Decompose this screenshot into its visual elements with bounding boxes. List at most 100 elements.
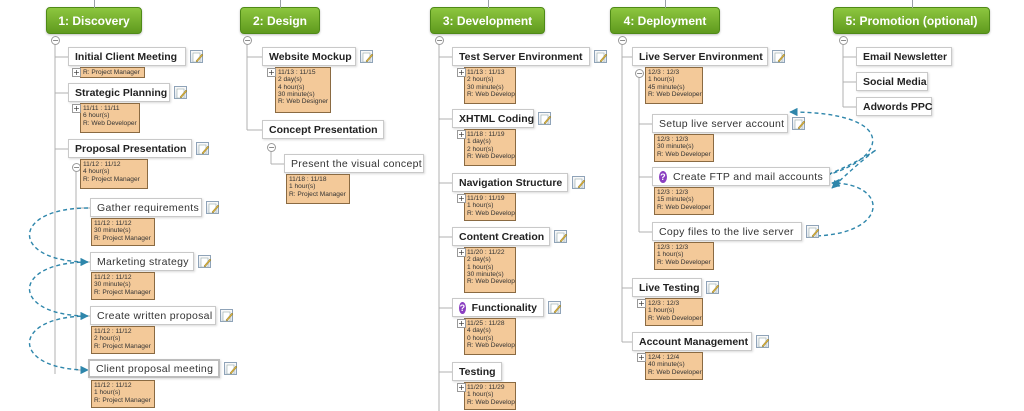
info-line: R: Web Developer [467, 152, 516, 160]
info-line: 30 minute(s) [94, 281, 131, 289]
info-line: 11/18 : 11/19 [467, 131, 505, 138]
expand-plus-icon[interactable]: + [457, 383, 466, 392]
node-label: Client proposal meeting [96, 362, 214, 375]
node-gather-requirements[interactable]: Gather requirements [90, 198, 202, 217]
pencil-edit-icon[interactable] [196, 142, 210, 155]
info-line: 1 day(s) [467, 138, 491, 146]
info-line: 11/19 : 11/19 [467, 195, 505, 202]
node-label: Testing [459, 365, 496, 378]
collapse-minus-icon[interactable]: − [635, 69, 644, 78]
collapse-minus-icon[interactable]: − [267, 143, 276, 152]
info-line: 30 minute(s) [94, 227, 131, 235]
phase-header-p1[interactable]: 1: Discovery [46, 0, 142, 34]
node-live-testing[interactable]: Live Testing [632, 278, 702, 297]
expand-plus-icon[interactable]: + [72, 104, 81, 113]
node-test-server-environment[interactable]: Test Server Environment [452, 47, 590, 66]
pencil-edit-icon[interactable] [806, 225, 820, 238]
node-website-mockup[interactable]: Website Mockup [262, 47, 356, 66]
node-label: Setup live server account [659, 117, 785, 130]
node-present-visual-concept[interactable]: Present the visual concept [284, 154, 424, 173]
node-xhtml-coding[interactable]: XHTML Coding [452, 109, 534, 128]
pencil-edit-icon[interactable] [756, 335, 770, 348]
node-label: Copy files to the live server [659, 225, 794, 238]
pencil-edit-icon[interactable] [706, 281, 720, 294]
expand-plus-icon[interactable]: + [267, 68, 276, 77]
info-line: 11/13 : 11/13 [467, 69, 505, 76]
phase-header-p2[interactable]: 2: Design [240, 0, 320, 34]
node-label: Email Newsletter [863, 50, 948, 63]
node-create-ftp-mail[interactable]: ? Create FTP and mail accounts [652, 167, 830, 186]
info-line: 45 minute(s) [648, 83, 685, 91]
question-icon: ? [659, 170, 667, 183]
pencil-edit-icon[interactable] [594, 50, 608, 63]
pencil-edit-icon[interactable] [572, 176, 586, 189]
pencil-edit-icon[interactable] [220, 309, 234, 322]
info-line: 4 day(s) [467, 327, 491, 335]
node-account-management[interactable]: Account Management [632, 332, 752, 351]
node-copy-files[interactable]: Copy files to the live server [652, 222, 802, 241]
node-marketing-strategy[interactable]: Marketing strategy [90, 252, 194, 271]
info-line: 11/12 : 11/12 [94, 328, 132, 335]
pencil-edit-icon[interactable] [190, 50, 204, 63]
expand-plus-icon[interactable]: + [457, 319, 466, 328]
pencil-edit-icon[interactable] [360, 50, 374, 63]
phase-header-p4[interactable]: 4: Deployment [610, 0, 720, 34]
node-content-creation[interactable]: Content Creation [452, 227, 550, 246]
node-email-newsletter[interactable]: Email Newsletter [856, 47, 952, 66]
collapse-minus-icon[interactable]: − [435, 36, 444, 45]
pencil-edit-icon[interactable] [554, 230, 568, 243]
info-line: 2 day(s) [467, 256, 491, 264]
pencil-edit-icon[interactable] [224, 362, 238, 375]
node-setup-live-server-account[interactable]: Setup live server account [652, 114, 788, 133]
node-testing[interactable]: Testing [452, 362, 502, 381]
collapse-minus-icon[interactable]: − [51, 36, 60, 45]
phase-header-p3[interactable]: 3: Development [430, 0, 545, 34]
node-label: Marketing strategy [97, 255, 189, 268]
node-label: Present the visual concept [291, 157, 422, 170]
node-initial-client-meeting[interactable]: Initial Client Meeting [68, 47, 186, 66]
node-social-media[interactable]: Social Media [856, 72, 928, 91]
expand-plus-icon[interactable]: + [457, 68, 466, 77]
pencil-edit-icon[interactable] [548, 301, 562, 314]
phase-header-p5[interactable]: 5: Promotion (optional) [833, 0, 990, 34]
expand-plus-icon[interactable]: + [637, 299, 646, 308]
node-concept-presentation[interactable]: Concept Presentation [262, 120, 384, 139]
pencil-edit-icon[interactable] [174, 86, 188, 99]
node-client-proposal-meeting[interactable]: Client proposal meeting [88, 359, 220, 378]
node-label: Social Media [863, 75, 927, 88]
collapse-minus-icon[interactable]: − [839, 36, 848, 45]
node-label: Proposal Presentation [75, 142, 187, 155]
node-create-written-proposal[interactable]: Create written proposal [90, 306, 216, 325]
node-adwords-ppc[interactable]: Adwords PPC [856, 97, 932, 116]
node-proposal-presentation[interactable]: Proposal Presentation [68, 139, 192, 158]
expand-plus-icon[interactable]: + [72, 68, 81, 77]
info-line: 12/3 : 12/3 [648, 69, 680, 76]
pencil-edit-icon[interactable] [198, 255, 212, 268]
expand-plus-icon[interactable]: + [457, 130, 466, 139]
node-label: Initial Client Meeting [75, 50, 178, 63]
pencil-edit-icon[interactable] [772, 50, 786, 63]
collapse-minus-icon[interactable]: − [618, 36, 627, 45]
expand-plus-icon[interactable]: + [637, 353, 646, 362]
expand-plus-icon[interactable]: + [457, 194, 466, 203]
node-strategic-planning[interactable]: Strategic Planning [68, 83, 170, 102]
pencil-edit-icon[interactable] [792, 117, 806, 130]
node-navigation-structure[interactable]: Navigation Structure [452, 173, 568, 192]
info-line: R: Web Developer [467, 209, 516, 217]
pencil-edit-icon[interactable] [538, 112, 552, 125]
info-line: 11/13 : 11/15 [278, 69, 316, 76]
info-line: 11/25 : 11/28 [467, 320, 505, 327]
node-live-server-environment[interactable]: Live Server Environment [632, 47, 768, 66]
collapse-minus-icon[interactable]: − [243, 36, 252, 45]
expand-plus-icon[interactable]: + [457, 248, 466, 257]
node-label: Gather requirements [97, 201, 199, 214]
node-functionality[interactable]: ?Functionality [452, 298, 544, 317]
pencil-edit-icon[interactable] [206, 201, 220, 214]
node-label: Create FTP and mail accounts [672, 170, 823, 183]
